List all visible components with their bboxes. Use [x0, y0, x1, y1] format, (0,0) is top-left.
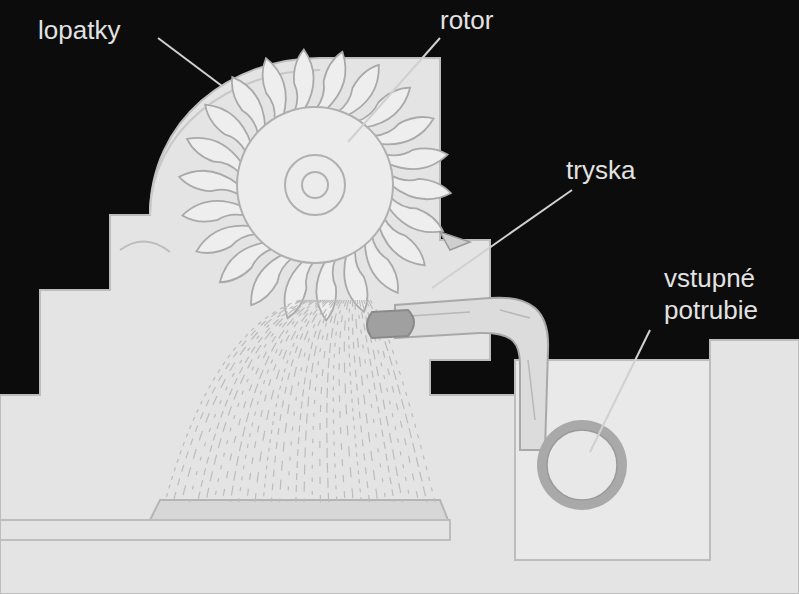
water-trough [150, 500, 448, 520]
water-stream [214, 300, 313, 502]
nozzle [367, 310, 414, 338]
housing-arc [120, 241, 170, 252]
leader-line [158, 38, 222, 86]
leader-line [432, 190, 572, 288]
turbine-blade [316, 258, 336, 320]
rotor-shaft [302, 172, 328, 198]
water-stream [247, 300, 321, 502]
water-stream [222, 300, 314, 502]
pipe-shading [410, 310, 535, 420]
water-stream [239, 300, 320, 502]
blade-group [179, 50, 451, 321]
water-stream [349, 300, 362, 502]
rotor-hub [285, 155, 345, 215]
leader-line [590, 330, 650, 452]
turbine-blade [232, 77, 265, 134]
water-stream [181, 300, 304, 502]
pipe-section [547, 430, 617, 500]
pipe-ring [537, 420, 627, 510]
turbine-blade [263, 58, 286, 120]
part-label: rotor [440, 4, 493, 36]
water-stream [304, 300, 336, 502]
part-label: tryska [566, 154, 635, 186]
water-stream [198, 300, 309, 502]
turbine-blade [337, 65, 379, 116]
turbine-blade [182, 201, 245, 222]
water-stream [312, 300, 338, 502]
turbine-blade [251, 254, 293, 305]
turbine-blade [294, 50, 314, 112]
turbine-blade [187, 138, 242, 173]
turbine-blade [196, 226, 257, 253]
leader-line [348, 38, 440, 142]
water-stream [366, 300, 419, 502]
water-stream [165, 300, 300, 502]
water-spray [165, 300, 435, 502]
floor-line [0, 520, 450, 540]
turbine-blade [365, 236, 398, 293]
water-stream [320, 300, 340, 502]
part-label: lopatky [38, 14, 120, 46]
turbine-blade [179, 171, 239, 195]
water-stream [271, 300, 327, 502]
rotor-disc [237, 107, 393, 263]
part-label: vstupné potrubie [664, 262, 792, 326]
turbine-blade [316, 52, 345, 110]
water-stream [339, 300, 347, 502]
inlet-pipe [395, 298, 548, 450]
turbine-blade [373, 117, 434, 144]
housing [0, 58, 799, 594]
water-stream [206, 300, 311, 502]
water-stream [333, 300, 344, 502]
leader-lines [158, 38, 650, 452]
water-stream [288, 300, 332, 502]
turbine-blade [385, 148, 448, 169]
turbine-blade [388, 197, 443, 232]
water-stream [263, 300, 325, 502]
nozzle-lever [440, 232, 470, 250]
turbine-blade [390, 175, 450, 199]
